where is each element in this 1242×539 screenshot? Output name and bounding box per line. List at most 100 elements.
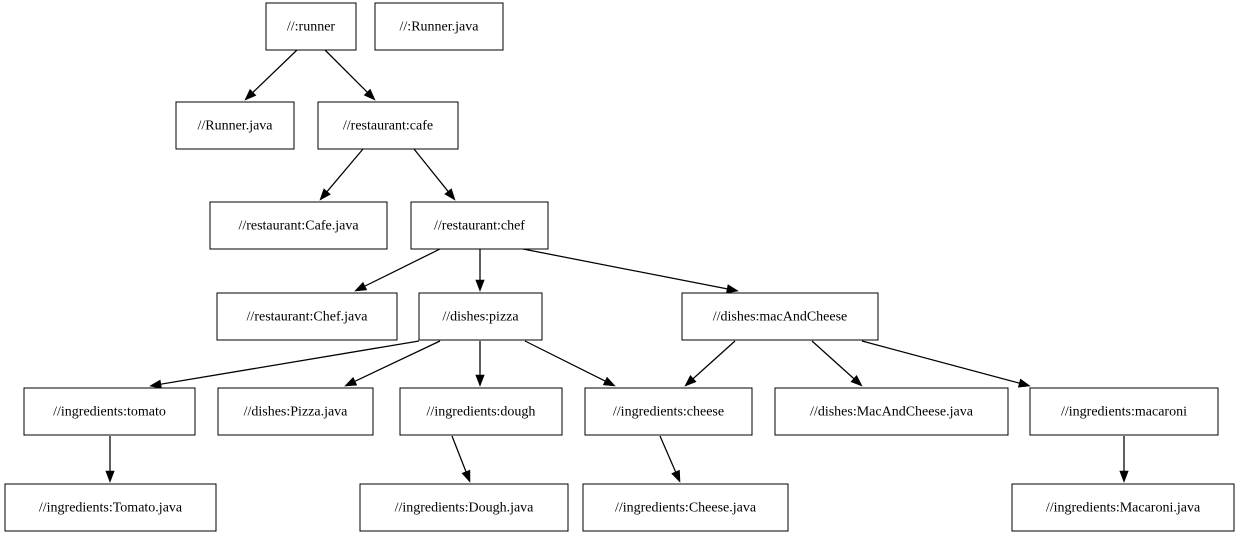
edge-arrowhead-icon: [354, 281, 368, 292]
edge-line: [364, 248, 441, 287]
graph-node[interactable]: //Runner.java: [175, 101, 295, 150]
node-box[interactable]: [584, 387, 753, 436]
graph-node[interactable]: //dishes:Pizza.java: [217, 387, 374, 436]
node-label: //ingredients:Macaroni.java: [1046, 501, 1201, 516]
graph-edge: [413, 148, 456, 201]
node-box[interactable]: [209, 201, 388, 250]
graph-edge: [861, 340, 1031, 388]
graph-node[interactable]: //ingredients:Dough.java: [359, 483, 569, 532]
graph-node[interactable]: //dishes:MacAndCheese.java: [774, 387, 1009, 436]
graph-edge: [811, 340, 863, 387]
graph-node[interactable]: //:runner: [265, 2, 357, 51]
graph-node[interactable]: //ingredients:Macaroni.java: [1011, 483, 1235, 532]
edge-arrowhead-icon: [1017, 378, 1031, 388]
edge-arrowhead-icon: [475, 374, 485, 387]
graph-node[interactable]: //ingredients:Cheese.java: [582, 483, 789, 532]
node-box[interactable]: [774, 387, 1009, 436]
node-box[interactable]: [582, 483, 789, 532]
edge-line: [160, 340, 420, 385]
edge-arrowhead-icon: [461, 469, 471, 483]
node-box[interactable]: [374, 2, 504, 51]
graph-node[interactable]: //restaurant:chef: [410, 201, 549, 250]
graph-node[interactable]: //ingredients:dough: [399, 387, 563, 436]
graph-edge: [344, 340, 441, 387]
graph-edge: [319, 148, 364, 201]
graph-node[interactable]: //ingredients:Tomato.java: [4, 483, 217, 532]
node-label: //restaurant:cafe: [343, 119, 433, 134]
node-box[interactable]: [175, 101, 295, 150]
edge-line: [692, 340, 736, 380]
edge-arrowhead-icon: [105, 470, 115, 483]
edge-arrowhead-icon: [1119, 470, 1129, 483]
node-box[interactable]: [1029, 387, 1219, 436]
node-label: //restaurant:Chef.java: [247, 310, 369, 325]
edge-arrowhead-icon: [244, 88, 257, 101]
edges-layer: [105, 49, 1129, 483]
edge-arrowhead-icon: [444, 188, 456, 201]
edge-arrowhead-icon: [319, 188, 331, 201]
node-label: //ingredients:macaroni: [1061, 405, 1187, 420]
node-label: //ingredients:tomato: [53, 405, 166, 420]
edge-line: [659, 435, 677, 473]
node-box[interactable]: [23, 387, 196, 436]
node-label: //:Runner.java: [400, 20, 480, 35]
graph-edge: [524, 340, 616, 387]
graph-node[interactable]: //:Runner.java: [374, 2, 504, 51]
graph-node[interactable]: //ingredients:macaroni: [1029, 387, 1219, 436]
node-label: //restaurant:Cafe.java: [238, 219, 359, 234]
node-label: //dishes:MacAndCheese.java: [810, 405, 974, 420]
graph-edge: [1119, 436, 1129, 483]
graph-edge: [451, 435, 471, 483]
edge-line: [861, 340, 1020, 384]
graph-edge: [659, 435, 681, 483]
node-box[interactable]: [681, 292, 879, 341]
graph-node[interactable]: //ingredients:cheese: [584, 387, 753, 436]
node-label: //ingredients:Dough.java: [395, 501, 535, 516]
edge-line: [524, 340, 606, 382]
node-label: //Runner.java: [197, 119, 273, 134]
edge-arrowhead-icon: [850, 374, 863, 387]
edge-arrowhead-icon: [726, 284, 739, 294]
node-box[interactable]: [410, 201, 549, 250]
node-box[interactable]: [399, 387, 563, 436]
edge-line: [413, 148, 449, 192]
node-label: //ingredients:dough: [427, 405, 536, 420]
node-box[interactable]: [359, 483, 569, 532]
edge-arrowhead-icon: [602, 376, 616, 387]
node-label: //dishes:macAndCheese: [713, 310, 848, 325]
node-label: //ingredients:cheese: [613, 405, 724, 420]
edge-line: [451, 435, 467, 472]
graph-edge: [324, 49, 376, 101]
graph-edge: [105, 436, 115, 483]
node-box[interactable]: [216, 292, 398, 341]
edge-arrowhead-icon: [344, 376, 358, 387]
node-label: //ingredients:Tomato.java: [39, 501, 183, 516]
node-box[interactable]: [4, 483, 217, 532]
node-label: //:runner: [287, 20, 336, 35]
graph-node[interactable]: //restaurant:Chef.java: [216, 292, 398, 341]
node-box[interactable]: [265, 2, 357, 51]
edge-line: [811, 340, 855, 380]
graph-node[interactable]: //restaurant:cafe: [317, 101, 459, 150]
graph-node[interactable]: //restaurant:Cafe.java: [209, 201, 388, 250]
node-box[interactable]: [317, 101, 459, 150]
edge-arrowhead-icon: [363, 88, 376, 101]
node-box[interactable]: [1011, 483, 1235, 532]
graph-node[interactable]: //ingredients:tomato: [23, 387, 196, 436]
edge-arrowhead-icon: [475, 279, 485, 292]
edge-arrowhead-icon: [684, 374, 697, 387]
node-box[interactable]: [418, 292, 543, 341]
node-label: //dishes:Pizza.java: [244, 405, 349, 420]
graph-edge: [149, 340, 420, 389]
graph-edge: [475, 341, 485, 387]
edge-line: [354, 340, 441, 382]
node-box[interactable]: [217, 387, 374, 436]
edge-line: [326, 148, 364, 192]
graph-node[interactable]: //dishes:macAndCheese: [681, 292, 879, 341]
graph-edge: [354, 248, 441, 292]
edge-line: [324, 49, 368, 93]
graph-edge: [244, 49, 298, 101]
graph-node[interactable]: //dishes:pizza: [418, 292, 543, 341]
